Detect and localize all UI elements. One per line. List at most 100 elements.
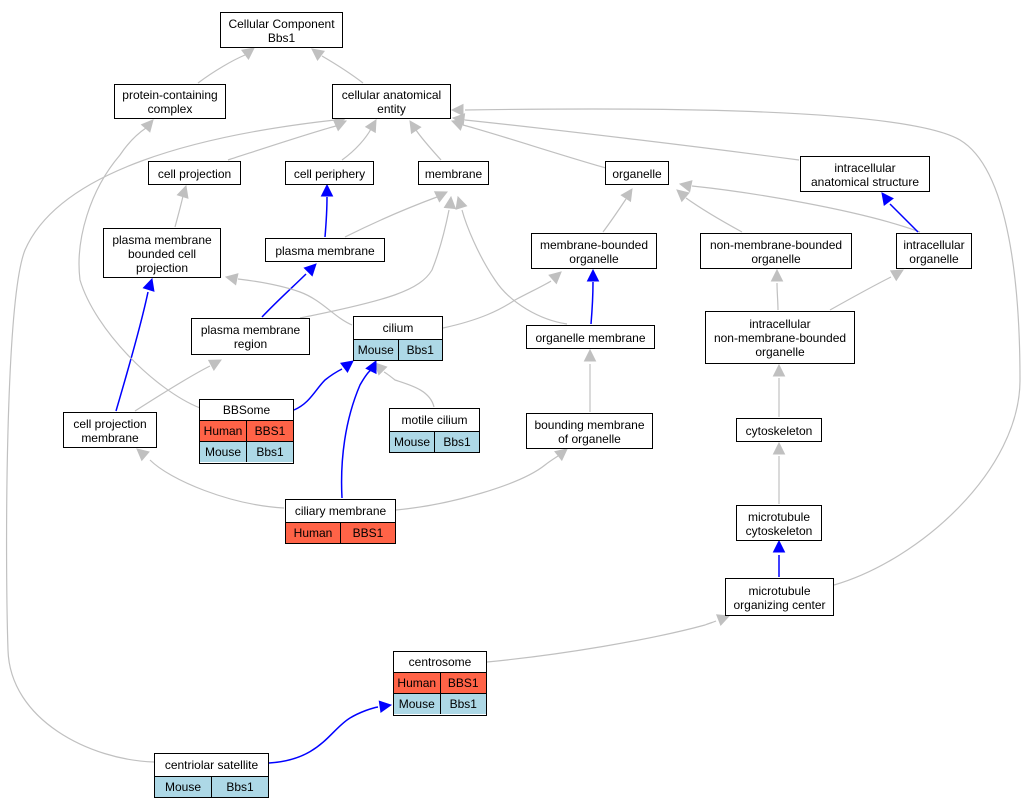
edge-line: [341, 128, 372, 161]
edge-arrowhead: [374, 362, 388, 376]
edge-arrowhead: [378, 700, 393, 713]
edge-line: [442, 280, 552, 329]
node-plasma-membrane[interactable]: plasma membrane: [265, 238, 385, 262]
gene-cell: Bbs1: [434, 432, 479, 452]
edge-arrowhead: [554, 448, 568, 462]
node-organelle-membrane[interactable]: organelle membrane: [526, 325, 655, 349]
node-label: membrane-bounded organelle: [539, 237, 649, 266]
edge-mtoc-to-cellular-anatomical-entity: [450, 103, 1021, 586]
edge-arrowhead: [889, 269, 904, 282]
node-protein-complex[interactable]: protein-containing complex: [114, 84, 226, 119]
node-membrane[interactable]: membrane: [418, 161, 489, 185]
edge-arrowhead: [443, 195, 457, 210]
node-label: plasma membrane region: [200, 323, 301, 351]
node-cell-periphery[interactable]: cell periphery: [285, 161, 374, 185]
edge-arrowhead: [770, 268, 784, 282]
edge-cellular-anatomical-entity-to-root: [311, 48, 364, 84]
node-cell-projection-membrane[interactable]: cell projection membrane: [63, 412, 157, 448]
edge-arrowhead: [224, 273, 239, 286]
node-label: cell periphery: [293, 166, 366, 181]
edge-line: [134, 365, 211, 412]
edge-line: [889, 203, 919, 233]
node-intracellular-anatomical-structure[interactable]: intracellular anatomical structure: [800, 156, 930, 192]
edge-line: [115, 291, 149, 412]
edge-line: [78, 127, 201, 409]
edge-motile-cilium-to-cilium: [374, 362, 435, 408]
node-label: bounding membrane of organelle: [534, 417, 645, 446]
edge-mtoc-to-microtubule-cytoskeleton: [772, 539, 786, 577]
node-label: Cellular Component Bbs1: [228, 16, 335, 45]
edge-arrowhead: [678, 180, 693, 193]
edge-arrowhead: [772, 363, 786, 377]
edge-arrowhead: [142, 277, 155, 292]
node-organelle[interactable]: organelle: [605, 161, 669, 185]
edge-arrowhead: [583, 348, 597, 362]
edge-line: [5, 119, 336, 763]
edge-line: [293, 368, 343, 411]
edge-line: [268, 706, 379, 764]
edge-arrowhead: [455, 195, 468, 210]
gene-cell: Bbs1: [397, 340, 442, 360]
edge-line: [464, 108, 1021, 586]
node-label: cellular anatomical entity: [341, 88, 442, 116]
node-cellular-anatomical-entity[interactable]: cellular anatomical entity: [332, 84, 451, 119]
edge-arrowhead: [303, 263, 317, 277]
edge-line: [590, 281, 594, 325]
node-bounding-membrane[interactable]: bounding membrane of organelle: [526, 413, 653, 449]
edge-line: [340, 369, 372, 499]
edge-line: [691, 185, 921, 233]
node-label: plasma membrane bounded cell projection: [112, 232, 212, 275]
edge-ciliary-membrane-to-cilium: [340, 359, 377, 499]
node-cell-projection[interactable]: cell projection: [148, 161, 241, 185]
edge-arrowhead: [241, 47, 255, 60]
edge-plasma-membrane-to-membrane: [344, 191, 449, 238]
node-label: microtubule organizing center: [733, 583, 826, 612]
node-non-membrane-bounded-organelle[interactable]: non-membrane-bounded organelle: [700, 233, 852, 269]
edge-cytoskeleton-to-intracellular-nmb-organelle: [772, 363, 786, 417]
node-pm-bounded-cell-projection[interactable]: plasma membrane bounded cell projection: [103, 228, 221, 278]
node-plasma-membrane-region[interactable]: plasma membrane region: [191, 318, 310, 355]
edge-line: [261, 273, 307, 318]
edge-bounding-membrane-to-organelle-membrane: [583, 348, 597, 412]
node-cytoskeleton[interactable]: cytoskeleton: [736, 418, 822, 442]
edge-arrowhead: [548, 271, 562, 285]
edge-arrowhead: [451, 113, 466, 126]
edge-arrowhead: [176, 184, 189, 199]
edge-line: [299, 209, 450, 319]
gene-cell: Bbs1: [439, 694, 486, 714]
edge-line: [227, 125, 337, 161]
node-membrane-bounded-organelle[interactable]: membrane-bounded organelle: [531, 233, 657, 269]
node-label: organelle membrane: [535, 330, 646, 345]
node-root[interactable]: Cellular Component Bbs1: [220, 12, 343, 48]
edge-membrane-bounded-organelle-to-organelle: [602, 188, 633, 233]
edge-cell-periphery-to-cellular-anatomical-entity: [341, 119, 377, 161]
species-cell: Mouse: [155, 777, 211, 797]
node-label: motile cilium: [401, 413, 468, 427]
edge-arrowhead: [364, 119, 377, 134]
node-label: cell projection membrane: [73, 416, 147, 445]
node-mtoc[interactable]: microtubule organizing center: [725, 578, 834, 616]
edge-ciliary-membrane-to-bounding-membrane: [395, 448, 568, 511]
node-microtubule-cytoskeleton[interactable]: microtubule cytoskeleton: [736, 505, 822, 541]
edge-arrowhead: [676, 189, 690, 203]
gene-cell: BBS1: [439, 673, 486, 693]
node-intracellular-nmb-organelle[interactable]: intracellular non-membrane-bounded organ…: [705, 311, 855, 364]
node-label: BBSome: [222, 403, 271, 417]
edge-arrowhead: [450, 103, 464, 117]
node-intracellular-organelle[interactable]: intracellular organelle: [896, 233, 972, 269]
edge-line: [462, 124, 607, 169]
species-cell: Mouse: [200, 442, 246, 462]
gene-cell: BBS1: [246, 421, 293, 441]
edge-arrowhead: [772, 441, 786, 455]
node-label: plasma membrane: [275, 243, 375, 258]
node-label: intracellular anatomical structure: [810, 160, 920, 189]
